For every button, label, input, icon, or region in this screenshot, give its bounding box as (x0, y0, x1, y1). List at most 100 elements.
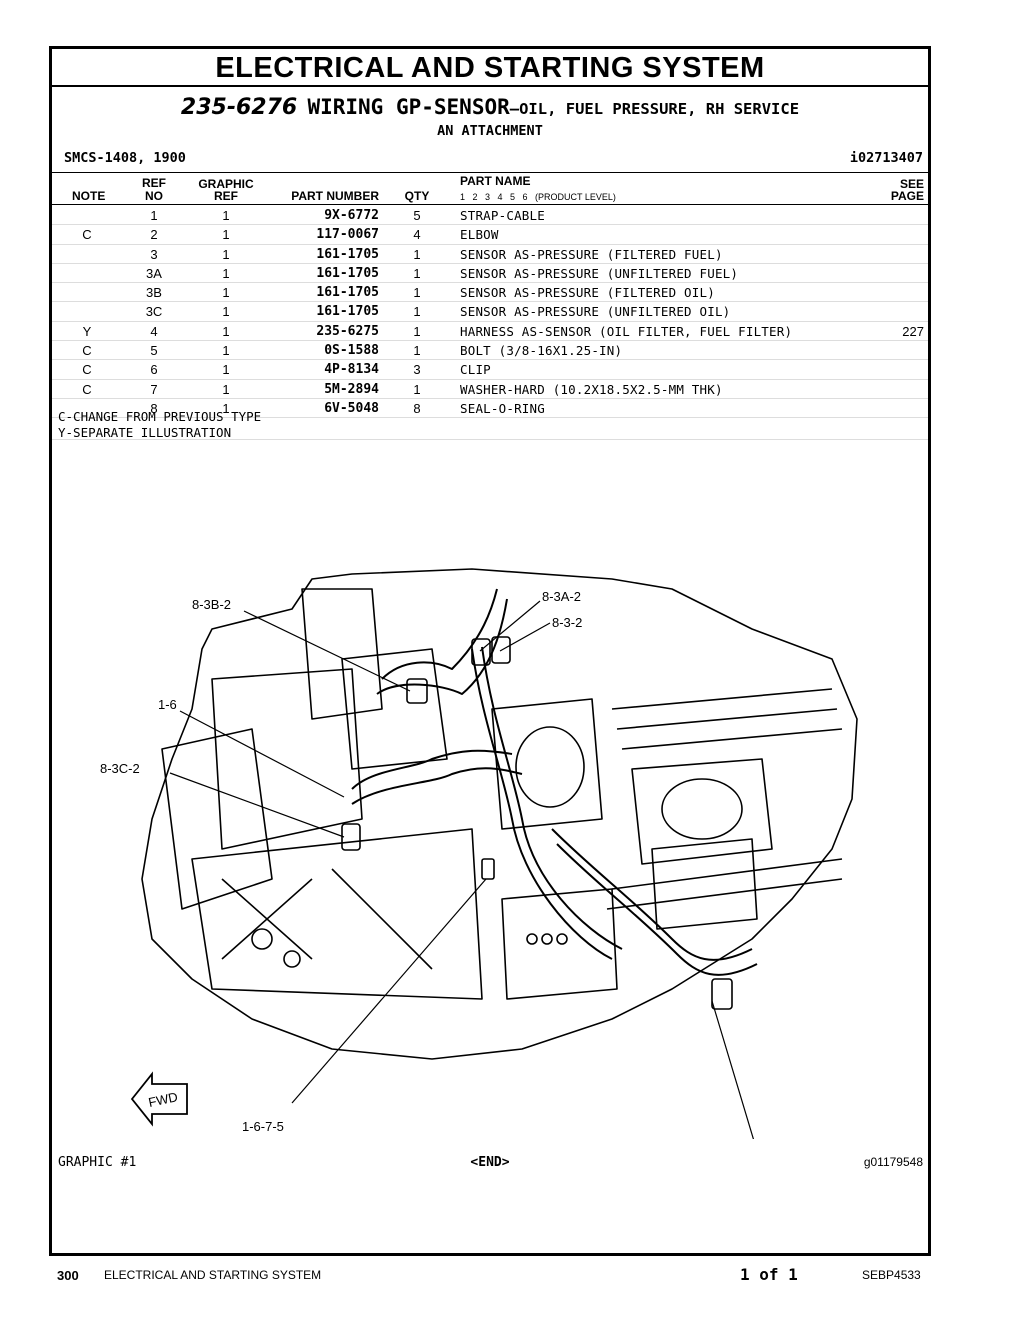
end-marker: <END> (470, 1155, 510, 1170)
header-see-bottom: PAGE (890, 189, 924, 203)
table-footnotes: C-CHANGE FROM PREVIOUS TYPE Y-SEPARATE I… (58, 409, 261, 441)
attachment-label: AN ATTACHMENT (437, 123, 543, 139)
callout-8-3c-2: 8-3C-2 (100, 761, 140, 776)
doc-code: SEBP4533 (862, 1268, 921, 1282)
footnote-separate: Y-SEPARATE ILLUSTRATION (58, 425, 232, 440)
header-graphic-bottom: REF (214, 189, 238, 203)
cell-part-number: 6V-5048 (324, 400, 379, 416)
cell-ref: 2 (150, 227, 158, 243)
page-frame: ELECTRICAL AND STARTING SYSTEM 235-6276 … (49, 46, 931, 1256)
cell-ref: 8 (150, 400, 158, 416)
document-id: i02713407 (849, 150, 923, 166)
cell-qty: 1 (413, 285, 421, 301)
cell-qty: 4 (413, 227, 421, 243)
cell-ref: 3A (146, 265, 162, 281)
cell-qty: 1 (413, 265, 421, 281)
page-title: ELECTRICAL AND STARTING SYSTEM (215, 52, 765, 84)
cell-note: C (82, 227, 92, 243)
cell-qty: 1 (413, 323, 421, 339)
cell-graphic-ref: 1 (222, 323, 230, 339)
cell-ref: 7 (150, 381, 158, 397)
callout-1-6-7-5: 1-6-7-5 (242, 1119, 284, 1134)
cell-qty: 1 (413, 381, 421, 397)
cell-graphic-ref: 1 (222, 343, 230, 359)
footnote-change: C-CHANGE FROM PREVIOUS TYPE (58, 409, 262, 424)
header-graphic-top: GRAPHIC (198, 177, 254, 191)
cell-qty: 8 (413, 400, 421, 416)
table-row: C 7 1 5M-2894 1 WASHER-HARD (10.2X18.5X2.5-MM… (52, 380, 928, 399)
header-ref-bottom: NO (145, 189, 163, 203)
cell-part-number: 117-0067 (316, 227, 379, 243)
cell-see-page[interactable]: 227 (902, 323, 924, 339)
table-row: 3B 1 161-1705 1 SENSOR AS-PRESSURE (FILTERED… (52, 283, 928, 303)
page-of: 1 of 1 (740, 1265, 798, 1284)
cell-ref: 3 (150, 246, 158, 262)
cell-part-name: ELBOW (460, 227, 499, 243)
cell-ref: 1 (150, 208, 158, 223)
title-divider (52, 85, 928, 87)
cell-graphic-ref: 1 (222, 285, 230, 301)
callout-8-3-2: 8-3-2 (552, 615, 582, 630)
cell-part-name: SENSOR AS-PRESSURE (UNFILTERED OIL) (460, 304, 731, 320)
header-part-number: PART NUMBER (291, 189, 379, 203)
cell-part-number: 161-1705 (316, 265, 379, 281)
cell-graphic-ref: 1 (222, 362, 230, 378)
header-qty: QTY (404, 189, 430, 203)
callout-8-3b-2: 8-3B-2 (192, 597, 231, 612)
graphic-id: g01179548 (863, 1155, 923, 1169)
cell-ref: 3B (146, 285, 162, 301)
cell-part-name: SENSOR AS-PRESSURE (FILTERED FUEL) (460, 246, 723, 262)
cell-part-name: SENSOR AS-PRESSURE (FILTERED OIL) (460, 285, 715, 301)
cell-graphic-ref: 1 (222, 381, 230, 397)
cell-part-number: 5M-2894 (324, 381, 379, 397)
forward-arrow-icon: FWD (130, 1071, 188, 1127)
page-number: 300 (57, 1268, 79, 1283)
cell-part-name: SENSOR AS-PRESSURE (UNFILTERED FUEL) (460, 265, 739, 281)
cell-part-name: SEAL-O-RING (460, 400, 545, 416)
footer-section: ELECTRICAL AND STARTING SYSTEM (104, 1268, 322, 1282)
cell-part-name: BOLT (3/8-16X1.25-IN) (460, 343, 623, 359)
cell-ref: 4 (150, 323, 158, 339)
graphic-label: GRAPHIC #1 (58, 1155, 137, 1170)
smcs-code: SMCS-1408, 1900 (64, 150, 186, 166)
cell-part-name: CLIP (460, 362, 491, 378)
header-ref-top: REF (142, 176, 166, 190)
group-part-name: WIRING GP-SENSOR (307, 95, 510, 119)
cell-graphic-ref: 1 (222, 246, 230, 262)
cell-graphic-ref: 1 (222, 208, 230, 223)
cell-part-name: WASHER-HARD (10.2X18.5X2.5-MM THK) (460, 381, 723, 397)
cell-note: C (82, 381, 92, 397)
engine-line-art (141, 568, 858, 1060)
cell-part-number: 161-1705 (316, 304, 379, 320)
group-part-number: 235-6276 (180, 95, 298, 120)
cell-qty: 1 (413, 246, 421, 262)
table-row: C 2 1 117-0067 4 ELBOW (52, 225, 928, 245)
callout-leaders (169, 600, 755, 1139)
cell-part-number: 9X-6772 (324, 208, 379, 223)
cell-note: C (82, 362, 92, 378)
fwd-label: FWD (147, 1089, 179, 1110)
cell-graphic-ref: 1 (222, 227, 230, 243)
cell-graphic-ref: 1 (222, 265, 230, 281)
engine-illustration: FWD 8-3B-2 8-3A-2 8-3-2 1-6 8-3C-2 1-6-7… (100, 568, 858, 1139)
table-row: 3A 1 161-1705 1 SENSOR AS-PRESSURE (UNFILTER… (52, 264, 928, 284)
table-top-rule (52, 172, 928, 173)
cell-part-number: 161-1705 (316, 285, 379, 301)
cell-qty: 5 (413, 208, 421, 223)
header-part-name: PART NAME (460, 174, 531, 188)
cell-ref: 6 (150, 362, 158, 378)
header-product-level: 1 2 3 4 5 6 (PRODUCT LEVEL) (460, 192, 616, 202)
cell-ref: 3C (145, 304, 163, 320)
group-part-suffix: —OIL, FUEL PRESSURE, RH SERVICE (509, 100, 800, 118)
header-note: NOTE (72, 189, 106, 203)
cell-part-name: HARNESS AS-SENSOR (OIL FILTER, FUEL FILT… (460, 323, 793, 339)
notes-divider (52, 439, 928, 440)
callout-8-3a-2: 8-3A-2 (542, 589, 581, 604)
